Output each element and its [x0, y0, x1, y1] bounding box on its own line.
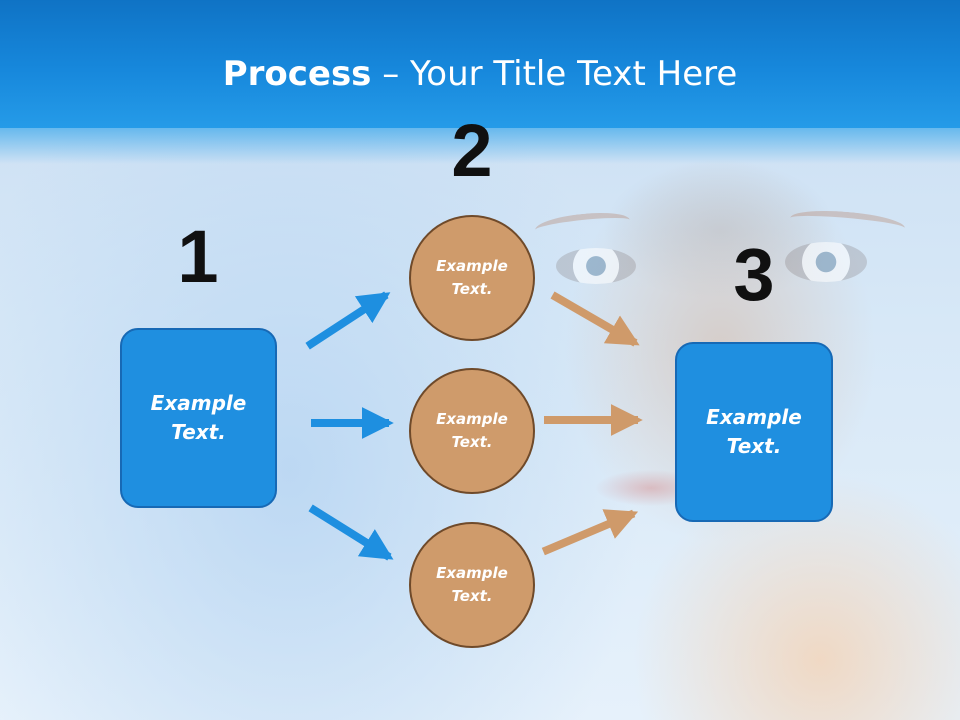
slide-title-rest: – Your Title Text Here [371, 54, 738, 94]
arrow-bottom-circle-to-3 [541, 509, 639, 556]
step-number-2: 2 [451, 109, 493, 192]
start-box: Example Text. [120, 328, 277, 508]
arrow-top-circle-to-3 [550, 291, 640, 347]
title-band [0, 0, 960, 164]
arrow-1-to-bottom-circle [308, 504, 394, 561]
arrow-1-to-top-circle [305, 291, 391, 350]
step-number-3: 3 [733, 233, 775, 316]
end-box: Example Text. [675, 342, 833, 522]
top-circle: Example Text. [409, 215, 535, 341]
slide-title: Process – Your Title Text Here [0, 51, 960, 97]
bottom-circle: Example Text. [409, 522, 535, 648]
step-number-1: 1 [177, 215, 219, 298]
slide-title-strong: Process [222, 54, 372, 94]
middle-circle: Example Text. [409, 368, 535, 494]
